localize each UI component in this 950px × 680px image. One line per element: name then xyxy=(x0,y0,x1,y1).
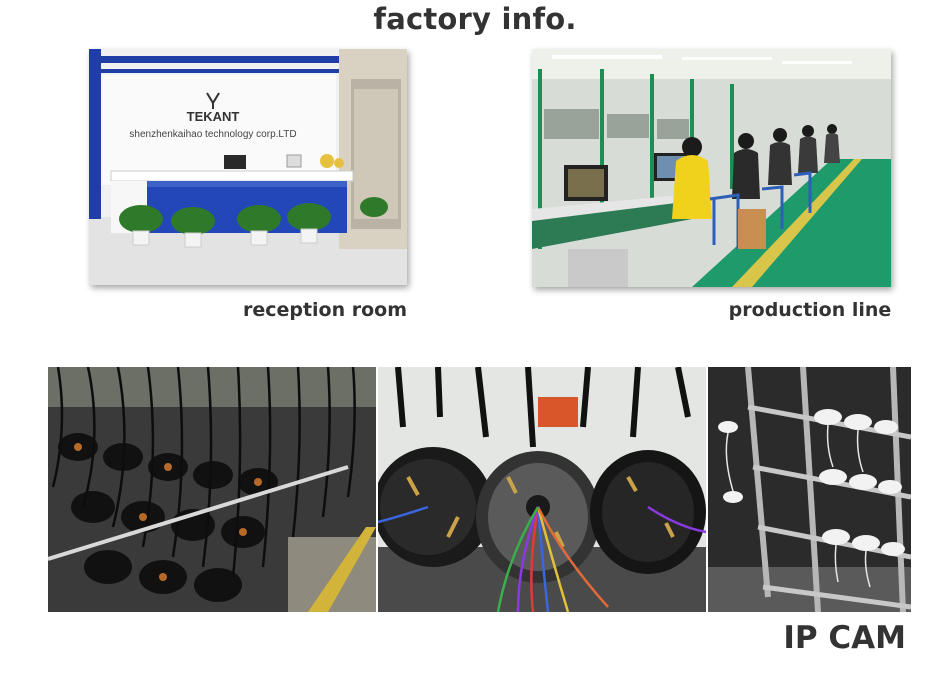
reception-room-photo: TEKANT shenzhenkaihao technology corp.LT… xyxy=(89,49,407,285)
reception-room-caption: reception room xyxy=(242,299,408,321)
cable-assembly-photo xyxy=(48,367,376,612)
wall-company-text: shenzhenkaihao technology corp.LTD xyxy=(129,129,296,140)
ip-cam-label: IP CAM xyxy=(783,620,906,656)
camera-housings-photo xyxy=(378,367,706,612)
production-line-caption: production line xyxy=(728,299,892,321)
wall-logo-text: TEKANT xyxy=(187,109,240,124)
page-title: factory info. xyxy=(373,2,577,36)
production-line-photo xyxy=(532,49,891,287)
tekant-logo-icon xyxy=(206,92,220,109)
camera-rack-photo xyxy=(708,367,911,612)
